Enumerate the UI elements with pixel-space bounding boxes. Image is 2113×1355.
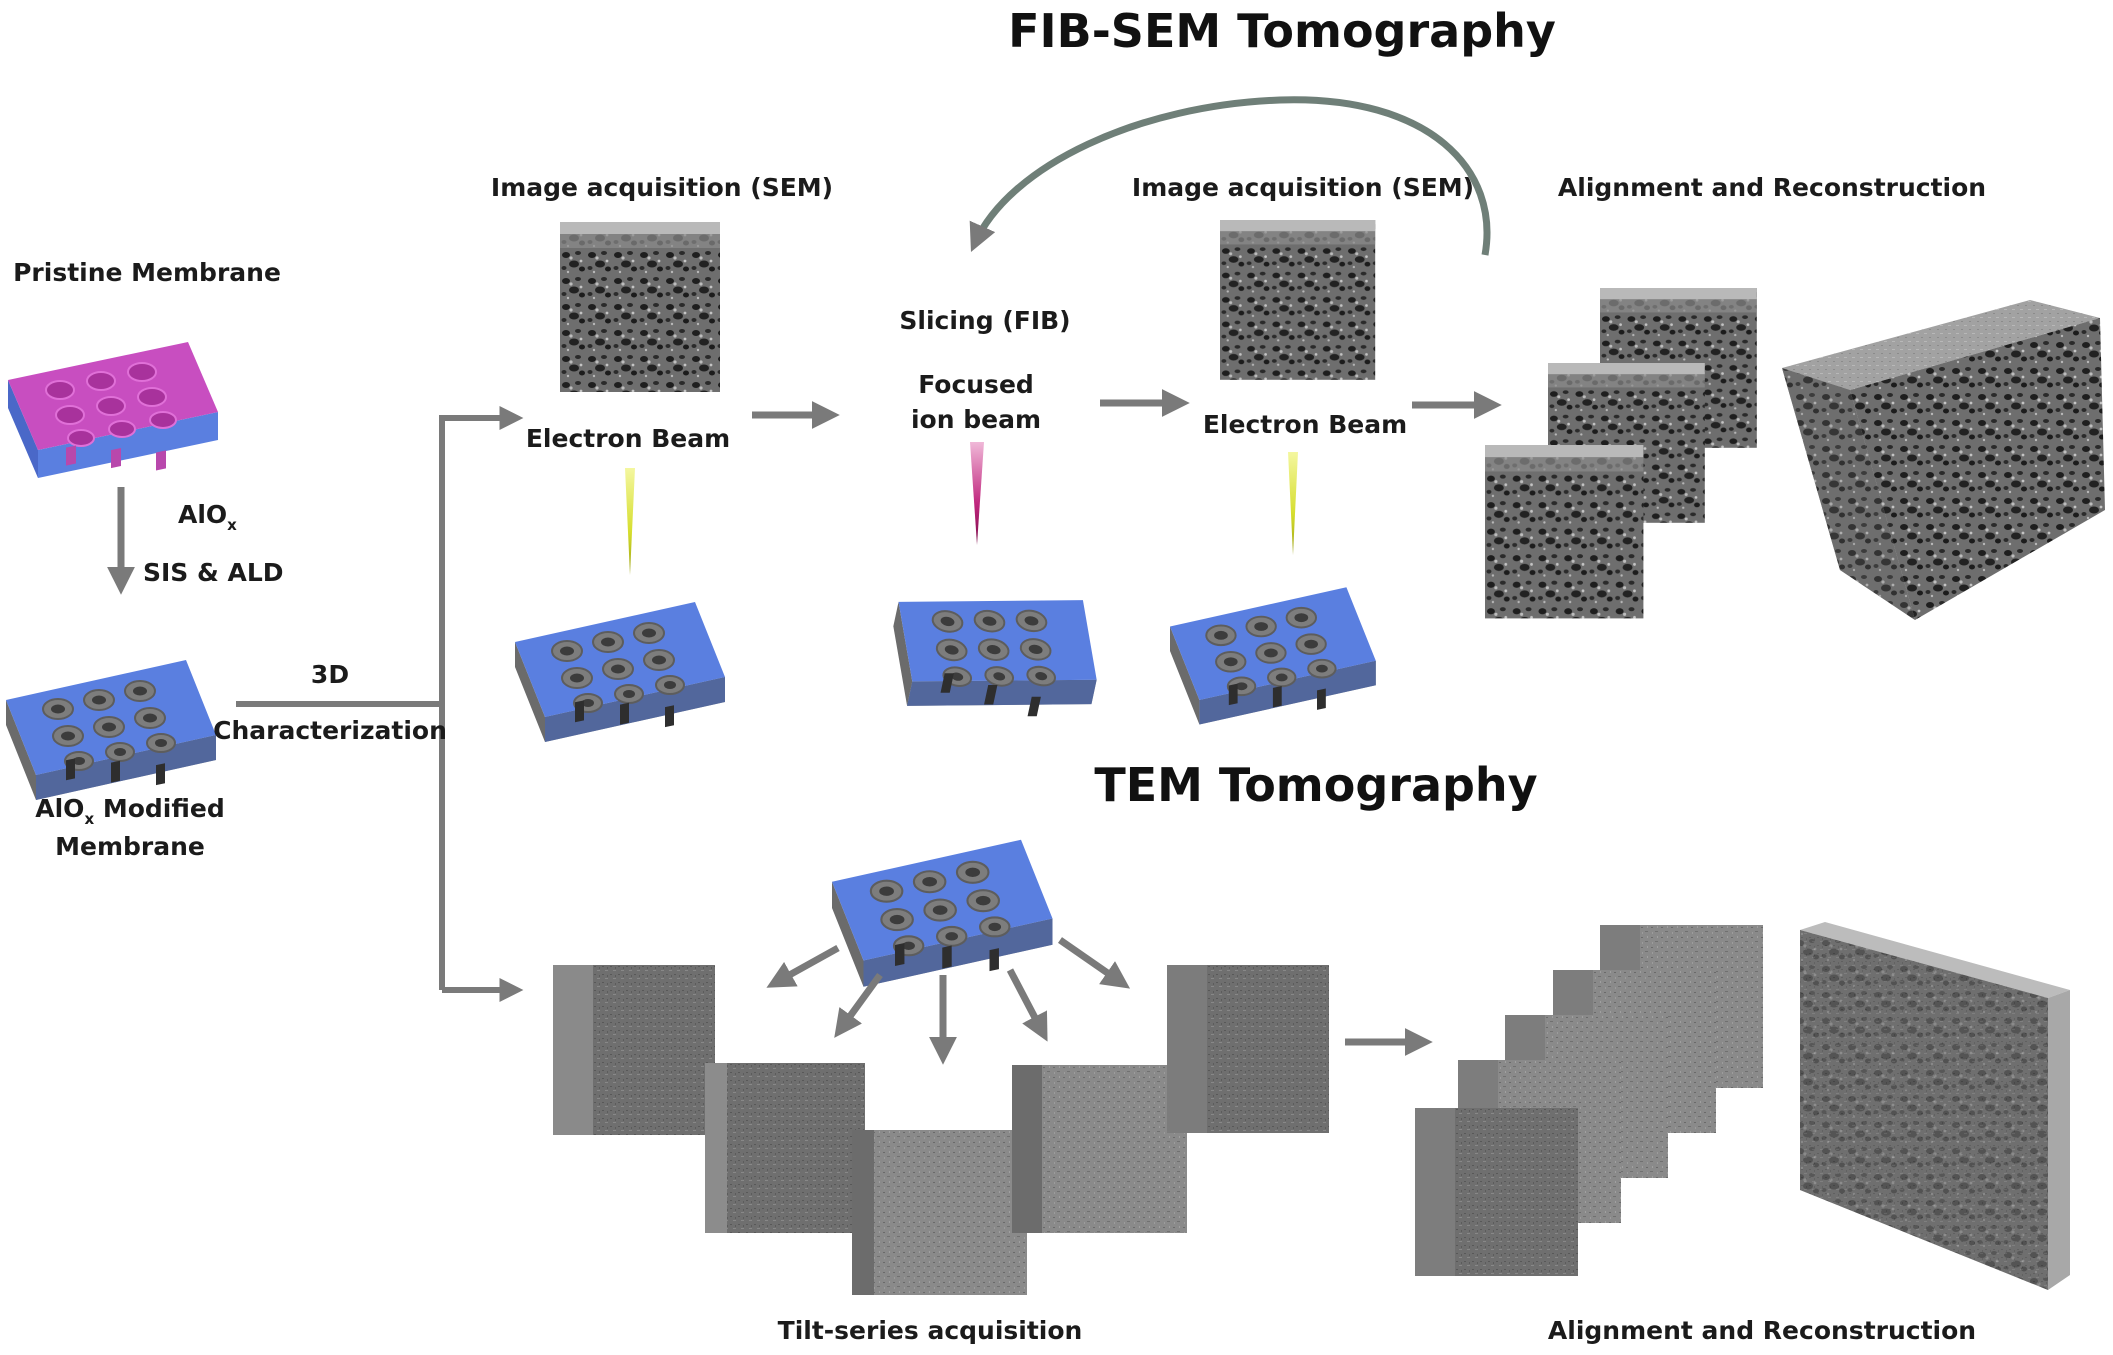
membrane-block-sem-1: [514, 601, 726, 743]
slicing-label: Slicing (FIB): [899, 306, 1071, 335]
modified-label-rest: Modified: [94, 794, 225, 823]
tem-stack: [1415, 925, 1763, 1276]
modified-membrane-label-line2: Membrane: [55, 832, 205, 861]
fib-sem-title: FIB-SEM Tomography: [1008, 4, 1556, 58]
sem-image-1: [560, 222, 720, 392]
fib-branch-line: [439, 406, 524, 990]
characterization-label-3d: 3D: [310, 660, 350, 689]
sis-ald-label: SIS & ALD: [143, 558, 284, 587]
tem-title: TEM Tomography: [1094, 758, 1538, 812]
ion-beam: [970, 442, 984, 545]
alox-label: AlOx: [178, 500, 237, 534]
tilt-series-images: [553, 965, 1329, 1295]
alignment-reconstruction-label-fib: Alignment and Reconstruction: [1557, 173, 1987, 202]
pristine-membrane-block: [7, 341, 219, 479]
membrane-block-sem-2: [1169, 586, 1377, 726]
modified-label-subscript: x: [84, 810, 95, 828]
characterization-label: Characterization: [213, 716, 447, 745]
electron-beam-2: [1288, 452, 1298, 555]
alignment-reconstruction-label-tem: Alignment and Reconstruction: [1547, 1316, 1977, 1345]
electron-beam-label-1: Electron Beam: [525, 424, 731, 453]
modified-label-base: AlO: [35, 794, 85, 823]
focused-ion-beam-label-2: ion beam: [910, 405, 1042, 434]
membrane-block-tem: [830, 838, 1054, 988]
focused-ion-beam-label-1: Focused: [918, 370, 1034, 399]
slicing-loop-arrow: [969, 96, 1491, 256]
tilt-arrows: [766, 937, 1131, 1065]
alox-label-base: AlO: [178, 500, 228, 529]
tem-reconstruction-slab: [1800, 922, 2070, 1290]
modified-membrane-label: AlOx Modified: [35, 794, 224, 828]
electron-beam-label-2: Electron Beam: [1202, 410, 1408, 439]
sem-image-2: [1220, 220, 1376, 380]
image-acquisition-label-1: Image acquisition (SEM): [490, 173, 834, 202]
pristine-membrane-label: Pristine Membrane: [13, 258, 281, 287]
membrane-block-fib: [876, 561, 1114, 745]
tilt-series-label: Tilt-series acquisition: [777, 1316, 1083, 1345]
image-acquisition-label-2: Image acquisition (SEM): [1131, 173, 1475, 202]
electron-beam-1: [625, 468, 635, 575]
modified-membrane-block: [5, 659, 217, 801]
fib-sem-reconstruction-cube: [1782, 300, 2105, 620]
sem-stack: [1485, 288, 1757, 619]
alox-label-subscript: x: [227, 516, 237, 534]
